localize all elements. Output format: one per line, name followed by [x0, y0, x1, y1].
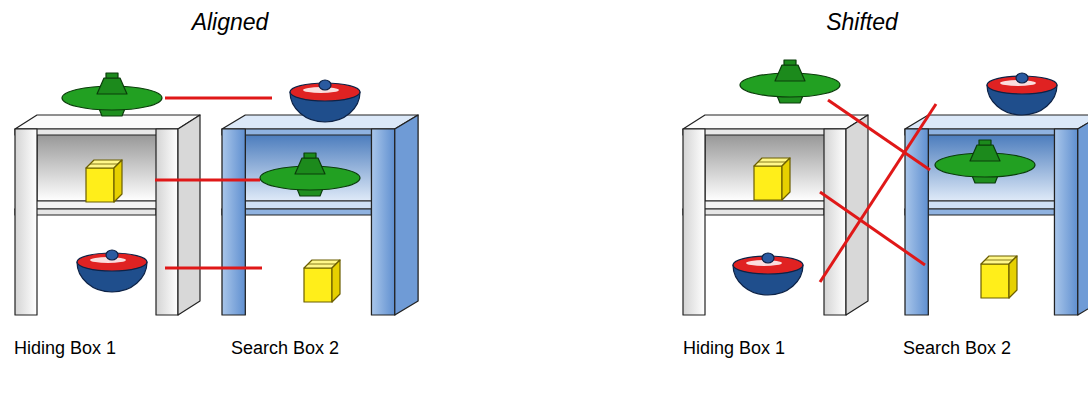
- cube-object: [86, 160, 122, 202]
- shelf-box: Search Box 2: [229, 112, 429, 359]
- bowl-object: [733, 253, 803, 295]
- cube-object: [981, 256, 1017, 298]
- shelf-box: Hiding Box 1: [681, 112, 876, 359]
- bowl-object: [77, 250, 147, 292]
- hiding-shelf: [15, 115, 200, 315]
- panel-title: Aligned: [130, 8, 330, 36]
- panel-title: Shifted: [762, 8, 962, 36]
- correspondence-lines: [155, 98, 272, 268]
- hat-object: [260, 153, 360, 196]
- cube-object: [304, 260, 340, 302]
- hiding-shelf: [683, 115, 868, 315]
- correspondence-lines: [820, 100, 936, 282]
- bowl-object: [987, 73, 1057, 115]
- box-label: Search Box 2: [903, 337, 1011, 359]
- shelf-box: Hiding Box 1: [12, 112, 207, 359]
- box-label: Search Box 2: [231, 337, 339, 359]
- bowl-object: [290, 80, 360, 122]
- hat-object: [740, 60, 840, 103]
- box-label: Hiding Box 1: [683, 337, 785, 359]
- shelf-box: Search Box 2: [901, 112, 1088, 359]
- box-label: Hiding Box 1: [14, 337, 116, 359]
- search-shelf: [222, 115, 418, 315]
- search-shelf: [905, 115, 1088, 315]
- hat-object: [935, 140, 1035, 183]
- cube-object: [754, 158, 790, 200]
- hat-object: [62, 73, 162, 116]
